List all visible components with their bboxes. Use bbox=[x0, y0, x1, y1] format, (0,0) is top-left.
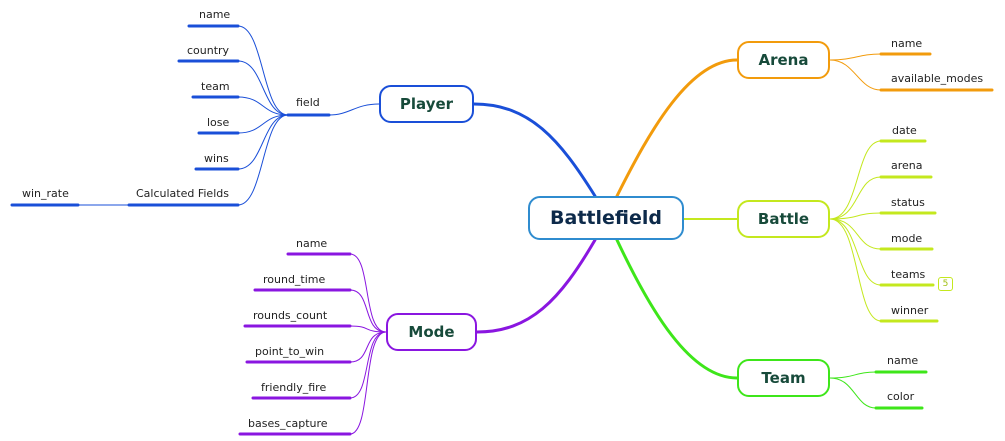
team-color-label[interactable]: color bbox=[887, 390, 915, 403]
connector-field-child-2 bbox=[237, 96, 289, 116]
topic-mode[interactable]: Mode bbox=[386, 313, 477, 351]
connector-battle-child-3 bbox=[829, 218, 882, 250]
arena-available-modes-label[interactable]: available_modes bbox=[891, 72, 984, 85]
mode-point-to-win-label[interactable]: point_to_win bbox=[255, 345, 325, 358]
connector-battle-child-5 bbox=[829, 218, 882, 322]
connector-mode-child-2 bbox=[349, 325, 387, 333]
connector-battle-child-2 bbox=[829, 212, 882, 220]
connector-mode-child-1 bbox=[349, 289, 387, 333]
connector-battle-child-1 bbox=[829, 176, 882, 220]
mode-bases-capture-label[interactable]: bases_capture bbox=[248, 417, 328, 430]
player-lose-label[interactable]: lose bbox=[207, 116, 230, 129]
team-name-label[interactable]: name bbox=[887, 354, 919, 367]
connector-center-arena bbox=[615, 58, 739, 198]
connector-center-mode bbox=[475, 238, 597, 334]
connector-center-team bbox=[615, 238, 739, 380]
battle-date-label[interactable]: date bbox=[892, 124, 917, 137]
player-wins-label[interactable]: wins bbox=[204, 152, 229, 165]
topic-battle[interactable]: Battle bbox=[737, 200, 830, 238]
central-topic-battlefield[interactable]: Battlefield bbox=[528, 196, 684, 240]
connector-field-child-3 bbox=[237, 114, 289, 134]
connector-team-name bbox=[829, 371, 877, 379]
connector-arena-name bbox=[829, 53, 882, 61]
connector-mode-child-3 bbox=[349, 331, 387, 363]
battle-winner-label[interactable]: winner bbox=[891, 304, 929, 317]
player-calculated-fields-label[interactable]: Calculated Fields bbox=[136, 187, 229, 200]
mode-round-time-label[interactable]: round_time bbox=[263, 273, 326, 286]
connector-team-color bbox=[829, 377, 877, 409]
connector-battle-child-0 bbox=[829, 140, 882, 220]
connector-field-child-5 bbox=[237, 114, 289, 206]
topic-team[interactable]: Team bbox=[737, 359, 830, 397]
player-team-label[interactable]: team bbox=[201, 80, 230, 93]
mode-rounds-count-label[interactable]: rounds_count bbox=[253, 309, 328, 322]
connector-field-child-1 bbox=[237, 60, 289, 116]
player-name-label[interactable]: name bbox=[199, 8, 231, 21]
battle-arena-label[interactable]: arena bbox=[891, 159, 923, 172]
connector-arena-available-modes bbox=[829, 59, 882, 91]
battle-status-label[interactable]: status bbox=[891, 196, 925, 209]
player-country-label[interactable]: country bbox=[187, 44, 230, 57]
connector-center-player bbox=[472, 102, 597, 198]
battle-mode-label[interactable]: mode bbox=[891, 232, 923, 245]
connector-mode-child-0 bbox=[349, 253, 387, 333]
collapsed-children-count-badge[interactable]: 5 bbox=[938, 277, 953, 291]
connector-mode-child-5 bbox=[349, 331, 387, 435]
arena-name-label[interactable]: name bbox=[891, 37, 923, 50]
player-win-rate-label[interactable]: win_rate bbox=[22, 187, 69, 200]
battle-teams-label[interactable]: teams bbox=[891, 268, 926, 281]
topic-arena[interactable]: Arena bbox=[737, 41, 830, 79]
player-field-label[interactable]: field bbox=[296, 96, 320, 109]
mode-name-label[interactable]: name bbox=[296, 237, 328, 250]
topic-player[interactable]: Player bbox=[379, 85, 474, 123]
connector-player-field bbox=[328, 103, 380, 116]
mode-friendly-fire-label[interactable]: friendly_fire bbox=[261, 381, 327, 394]
connector-mode-child-4 bbox=[349, 331, 387, 399]
connector-field-child-4 bbox=[237, 114, 289, 170]
connector-battle-child-4 bbox=[829, 218, 882, 286]
connector-field-child-0 bbox=[237, 25, 289, 116]
